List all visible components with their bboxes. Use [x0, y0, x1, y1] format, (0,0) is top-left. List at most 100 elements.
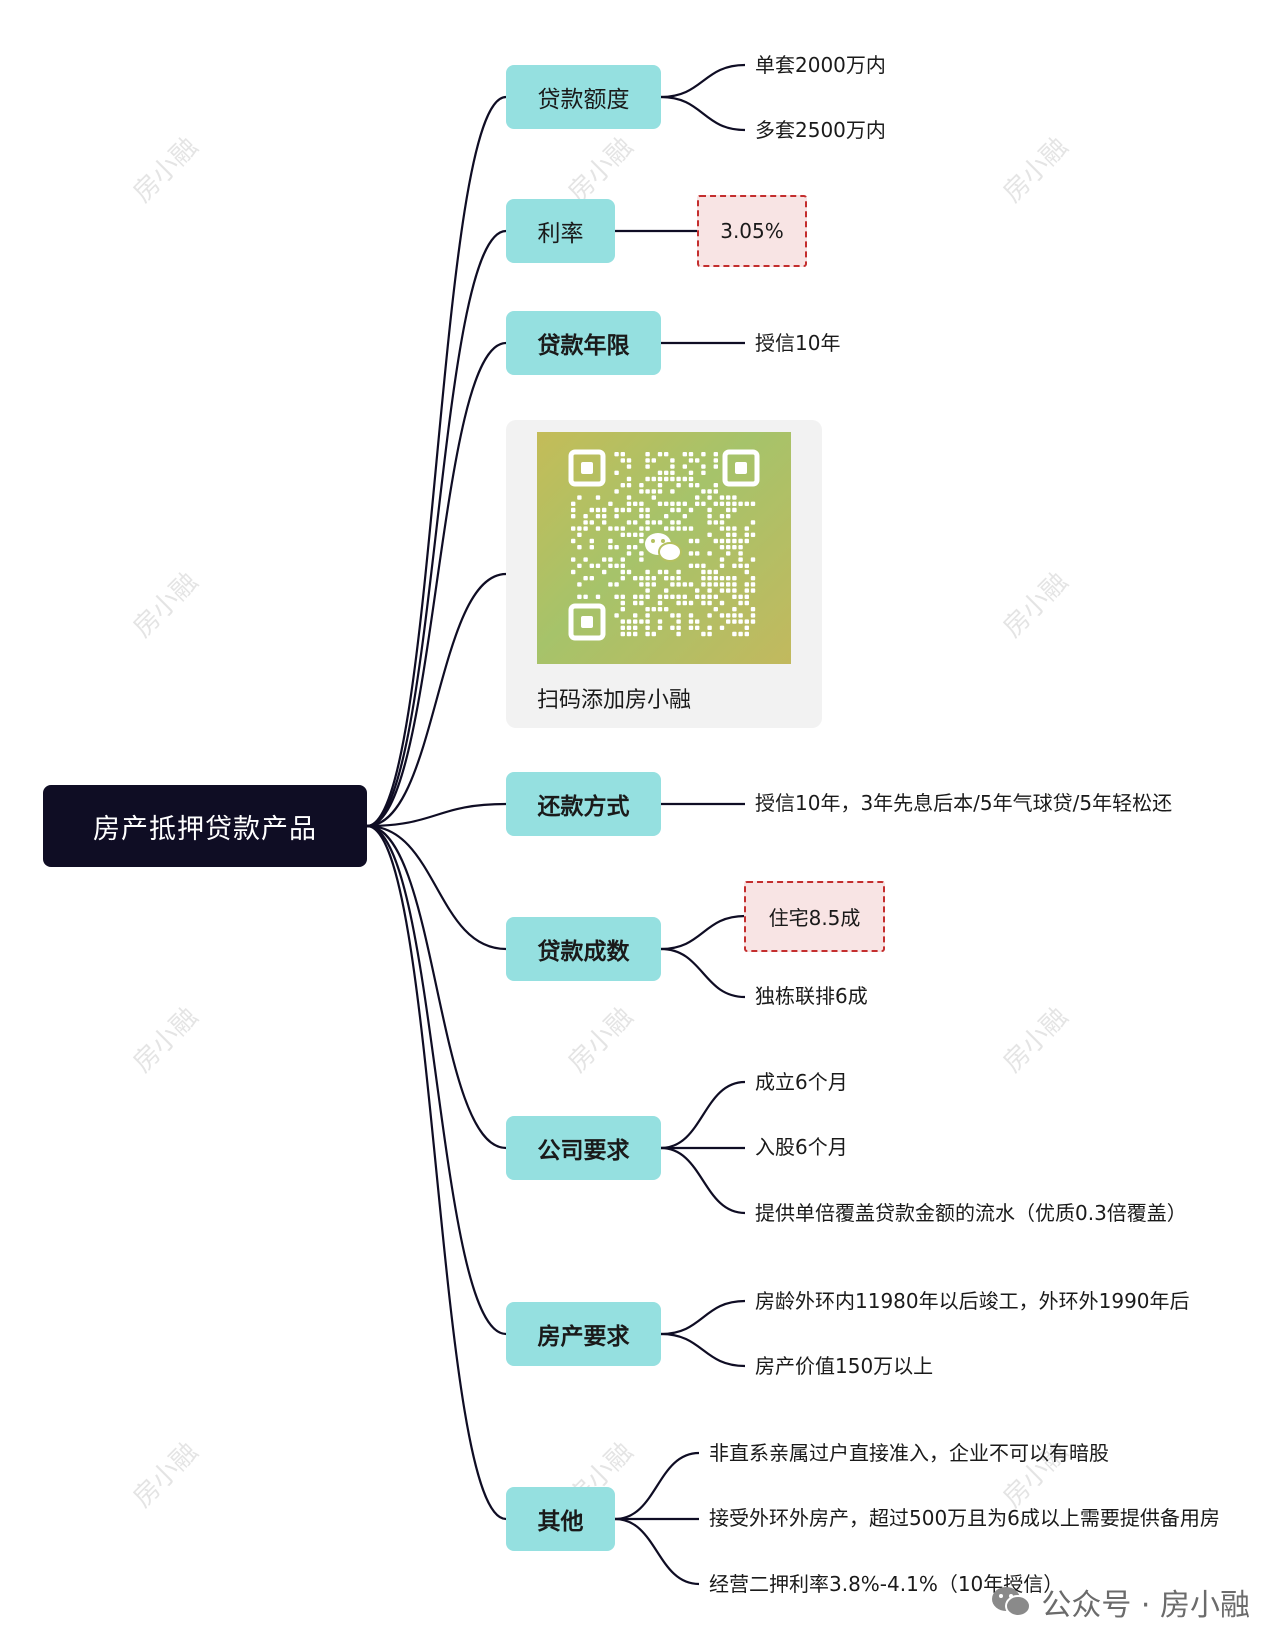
- watermark: 房小融: [997, 132, 1074, 209]
- qr-dot: [595, 507, 601, 513]
- qr-dot: [707, 631, 712, 637]
- qr-dot: [682, 526, 687, 531]
- qr-dot: [614, 507, 619, 513]
- qr-dot: [744, 526, 749, 531]
- leaf-node: 多套2500万内: [755, 118, 886, 142]
- qr-dot: [651, 576, 656, 581]
- qr-dot: [670, 489, 675, 494]
- qr-dot: [645, 520, 650, 525]
- qr-dot: [670, 582, 675, 587]
- qr-dot: [750, 557, 756, 562]
- qr-dot: [744, 600, 749, 606]
- qr-dot: [670, 501, 675, 506]
- qr-dot: [620, 458, 625, 463]
- qr-dot: [577, 563, 582, 568]
- qr-dot: [645, 631, 650, 637]
- connector-line: [366, 229, 507, 828]
- qr-dot: [645, 625, 650, 630]
- qr-dot: [620, 631, 625, 637]
- qr-dot: [577, 594, 582, 599]
- qr-dot: [614, 514, 619, 519]
- qr-dot: [726, 576, 731, 581]
- qr-dot: [620, 532, 625, 537]
- qr-dot: [695, 588, 700, 593]
- qr-dot: [682, 594, 687, 599]
- qr-dot: [589, 563, 594, 568]
- qr-dot: [732, 538, 737, 544]
- qr-dot: [732, 607, 737, 612]
- qr-dot: [639, 532, 644, 537]
- qr-dot: [713, 520, 718, 525]
- connector-line: [366, 824, 507, 1336]
- qr-dot: [645, 476, 650, 482]
- qr-dot: [608, 501, 613, 506]
- qr-dot: [701, 569, 706, 575]
- qr-dot: [750, 582, 756, 587]
- qr-dot: [626, 476, 632, 482]
- qr-dot: [614, 545, 619, 550]
- qr-dot: [701, 470, 706, 475]
- qr-dot: [695, 458, 700, 463]
- qr-dot: [639, 576, 644, 581]
- qr-dot: [577, 545, 582, 550]
- qr-dot: [657, 483, 663, 488]
- qr-dot: [633, 600, 638, 606]
- connector-line: [660, 1299, 746, 1336]
- watermark: 房小融: [127, 132, 204, 209]
- qr-dot: [577, 582, 582, 587]
- qr-dot: [719, 625, 725, 630]
- qr-dot: [595, 563, 601, 568]
- qr-dot: [676, 631, 681, 637]
- qr-dot: [713, 489, 718, 494]
- qr-dot: [750, 520, 756, 525]
- qr-dot: [583, 520, 588, 525]
- qr-dot: [695, 501, 700, 506]
- qr-dot: [695, 625, 700, 630]
- leaf-node: 房产价值150万以上: [755, 1354, 934, 1378]
- qr-dot: [719, 588, 725, 593]
- qr-dot: [620, 452, 625, 457]
- qr-dot: [639, 489, 644, 494]
- qr-dot: [701, 582, 706, 587]
- branch-node-amount: 贷款额度: [506, 65, 661, 129]
- leaf-node: 授信10年: [755, 331, 841, 355]
- leaf-node: 房龄外环内11980年以后竣工，外环外1990年后: [755, 1289, 1190, 1313]
- qr-dot: [608, 526, 613, 531]
- qr-dot: [645, 526, 650, 531]
- branch-node-term: 贷款年限: [506, 311, 661, 375]
- qr-dot: [738, 538, 743, 544]
- qr-dot: [571, 526, 576, 531]
- qr-dot: [639, 582, 644, 587]
- watermark: 房小融: [127, 567, 204, 644]
- qr-dot: [713, 501, 718, 506]
- qr-dot: [688, 619, 694, 624]
- qr-dot: [744, 631, 749, 637]
- qr-dot: [571, 507, 576, 513]
- qr-dot: [602, 557, 607, 562]
- qr-dot: [670, 458, 675, 463]
- qr-dot: [639, 600, 644, 606]
- qr-dot: [589, 538, 594, 544]
- qr-dot: [738, 619, 743, 624]
- watermark: 房小融: [997, 1002, 1074, 1079]
- qr-dot: [633, 501, 638, 506]
- qr-dot: [707, 551, 712, 556]
- qr-dot: [695, 483, 700, 488]
- qr-dot: [707, 569, 712, 575]
- qr-dot: [670, 613, 675, 618]
- qr-dot: [595, 526, 601, 531]
- qr-dot: [701, 600, 706, 606]
- qr-dot: [657, 569, 663, 575]
- connector-line: [366, 572, 507, 828]
- qr-dot: [657, 520, 663, 525]
- qr-dot: [738, 557, 743, 562]
- qr-dot: [713, 483, 718, 488]
- qr-dot: [633, 631, 638, 637]
- connector-line: [614, 1517, 700, 1586]
- qr-dot: [726, 532, 731, 537]
- qr-card: 扫码添加房小融: [506, 420, 822, 728]
- branch-node-repay: 还款方式: [506, 772, 661, 836]
- qr-dot: [688, 526, 694, 531]
- qr-dot: [583, 526, 588, 531]
- qr-caption: 扫码添加房小融: [537, 688, 692, 713]
